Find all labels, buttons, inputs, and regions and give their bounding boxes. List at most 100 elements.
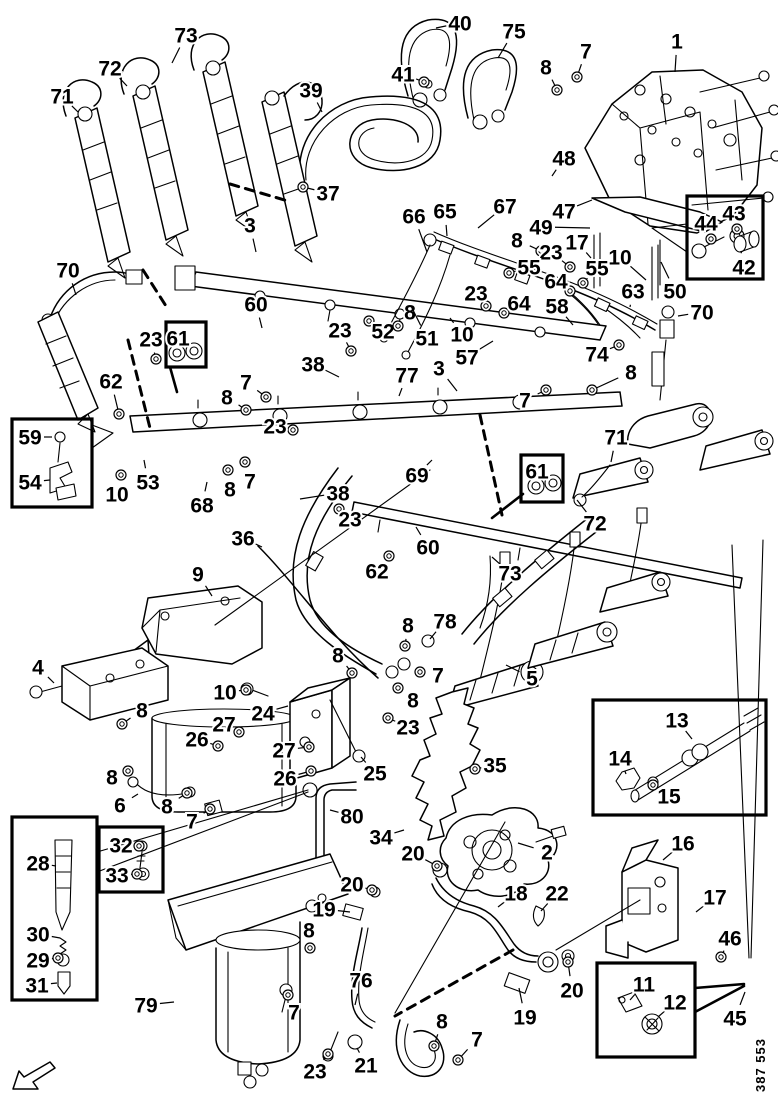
footer-part-code: 387 553 bbox=[753, 1038, 768, 1092]
callout-label-8: 8 bbox=[332, 645, 344, 668]
leader-line-12 bbox=[657, 1010, 665, 1018]
callout-label-20: 20 bbox=[560, 980, 583, 1003]
fitting-glyph-inner-29 bbox=[55, 955, 61, 961]
leader-line-5 bbox=[505, 664, 520, 673]
leader-line-80 bbox=[329, 809, 339, 813]
fitting-glyph-23 bbox=[287, 424, 299, 436]
callout-label-8: 8 bbox=[224, 479, 236, 502]
fitting-glyph-inner-43 bbox=[734, 226, 740, 232]
leader-line-19 bbox=[337, 910, 351, 913]
injection-pump-drawing bbox=[584, 69, 778, 301]
callout-label-8: 8 bbox=[221, 387, 233, 410]
fitting-glyph-43 bbox=[731, 223, 743, 235]
callout-label-8: 8 bbox=[511, 230, 523, 253]
fitting-glyph-inner-7 bbox=[263, 394, 269, 400]
long-pointer-lines bbox=[91, 223, 764, 1014]
fitting-glyph-inner-26 bbox=[215, 743, 221, 749]
callout-label-27: 27 bbox=[272, 740, 295, 763]
callout-label-12: 12 bbox=[663, 992, 686, 1015]
fitting-glyph-74 bbox=[613, 339, 625, 351]
leader-line-78 bbox=[429, 631, 437, 640]
fitting-glyph-8 bbox=[346, 667, 358, 679]
callout-label-70: 70 bbox=[56, 260, 79, 283]
fitting-glyph-inner-7 bbox=[574, 74, 580, 80]
fitting-glyph-inner-8 bbox=[538, 248, 544, 254]
callout-label-27: 27 bbox=[212, 714, 235, 737]
fitting-glyph-inner-8 bbox=[125, 768, 131, 774]
callout-label-5: 5 bbox=[526, 668, 538, 691]
callout-label-20: 20 bbox=[401, 843, 424, 866]
callout-label-32: 32 bbox=[109, 835, 132, 858]
fitting-glyph-inner-8 bbox=[402, 643, 408, 649]
leader-line-49 bbox=[554, 226, 591, 229]
fitting-glyph-10 bbox=[115, 469, 127, 481]
fitting-glyph-46 bbox=[715, 951, 727, 963]
fitting-glyph-23 bbox=[322, 1048, 334, 1060]
leader-line-1 bbox=[674, 54, 677, 73]
leader-line-69 bbox=[426, 459, 433, 466]
callout-label-10: 10 bbox=[213, 682, 236, 705]
callout-label-7: 7 bbox=[186, 811, 198, 834]
fitting-glyph-inner-8 bbox=[431, 1043, 437, 1049]
fitting-glyph-inner-7 bbox=[417, 669, 423, 675]
fitting-glyph-inner-8 bbox=[225, 467, 231, 473]
leader-line-22 bbox=[540, 903, 549, 912]
injector-group-lower-right bbox=[447, 507, 671, 711]
fitting-glyph-8 bbox=[551, 84, 563, 96]
callout-label-8: 8 bbox=[106, 767, 118, 790]
fitting-glyph-inner-23 bbox=[290, 427, 296, 433]
inset-box-box-61-right bbox=[519, 453, 565, 504]
callout-label-42: 42 bbox=[732, 257, 755, 280]
fitting-glyph-20 bbox=[562, 956, 574, 968]
fitting-glyph-inner-10 bbox=[118, 472, 124, 478]
callout-label-60: 60 bbox=[416, 537, 439, 560]
fitting-glyph-inner-23 bbox=[483, 303, 489, 309]
callout-label-7: 7 bbox=[244, 471, 256, 494]
callout-label-73: 73 bbox=[174, 25, 197, 48]
leader-line-39 bbox=[316, 102, 323, 113]
callout-label-44: 44 bbox=[694, 213, 718, 236]
injector-group-top-left bbox=[62, 33, 323, 279]
callout-label-9: 9 bbox=[192, 564, 204, 587]
leader-line-79 bbox=[159, 1001, 175, 1005]
hose-18-drawing bbox=[431, 862, 641, 994]
leader-line-70 bbox=[677, 313, 689, 317]
callout-label-76: 76 bbox=[349, 970, 372, 993]
callout-label-14: 14 bbox=[608, 748, 632, 771]
callout-label-23: 23 bbox=[338, 509, 361, 532]
callout-label-22: 22 bbox=[545, 883, 568, 906]
leader-line-48 bbox=[551, 169, 557, 177]
leader-line-53 bbox=[143, 459, 147, 469]
callout-label-54: 54 bbox=[18, 472, 42, 495]
fitting-glyph-inner-8 bbox=[589, 387, 595, 393]
callout-label-36: 36 bbox=[231, 528, 254, 551]
fitting-glyph-inner-20 bbox=[565, 959, 571, 965]
leader-line-60 bbox=[415, 526, 422, 536]
callout-label-18: 18 bbox=[504, 883, 528, 906]
callout-label-8: 8 bbox=[161, 796, 173, 819]
fitting-glyph-23 bbox=[564, 261, 576, 273]
fitting-glyph-7 bbox=[414, 666, 426, 678]
callout-label-39: 39 bbox=[299, 80, 322, 103]
callout-label-80: 80 bbox=[340, 806, 363, 829]
fuel-rail-lower bbox=[129, 387, 623, 433]
fitting-glyph-inner-23 bbox=[567, 264, 573, 270]
callout-label-7: 7 bbox=[519, 390, 531, 413]
fitting-glyph-20 bbox=[431, 860, 443, 872]
hose-39-drawing bbox=[290, 95, 442, 194]
fitting-glyph-inner-8 bbox=[395, 323, 401, 329]
inset-boxes-layer bbox=[10, 194, 768, 1059]
leader-line-18 bbox=[497, 901, 506, 908]
callout-label-37: 37 bbox=[316, 183, 339, 206]
callout-label-38: 38 bbox=[326, 483, 350, 506]
callout-label-23: 23 bbox=[539, 242, 562, 265]
callout-label-79: 79 bbox=[134, 995, 157, 1018]
fitting-glyph-inner-55 bbox=[506, 270, 512, 276]
callout-label-23: 23 bbox=[464, 283, 487, 306]
callout-label-49: 49 bbox=[529, 217, 552, 240]
callout-label-53: 53 bbox=[136, 472, 159, 495]
callout-label-63: 63 bbox=[621, 281, 644, 304]
callout-label-8: 8 bbox=[436, 1011, 448, 1034]
diagram-artwork bbox=[12, 18, 778, 1090]
fitting-glyph-inner-7 bbox=[207, 806, 213, 812]
